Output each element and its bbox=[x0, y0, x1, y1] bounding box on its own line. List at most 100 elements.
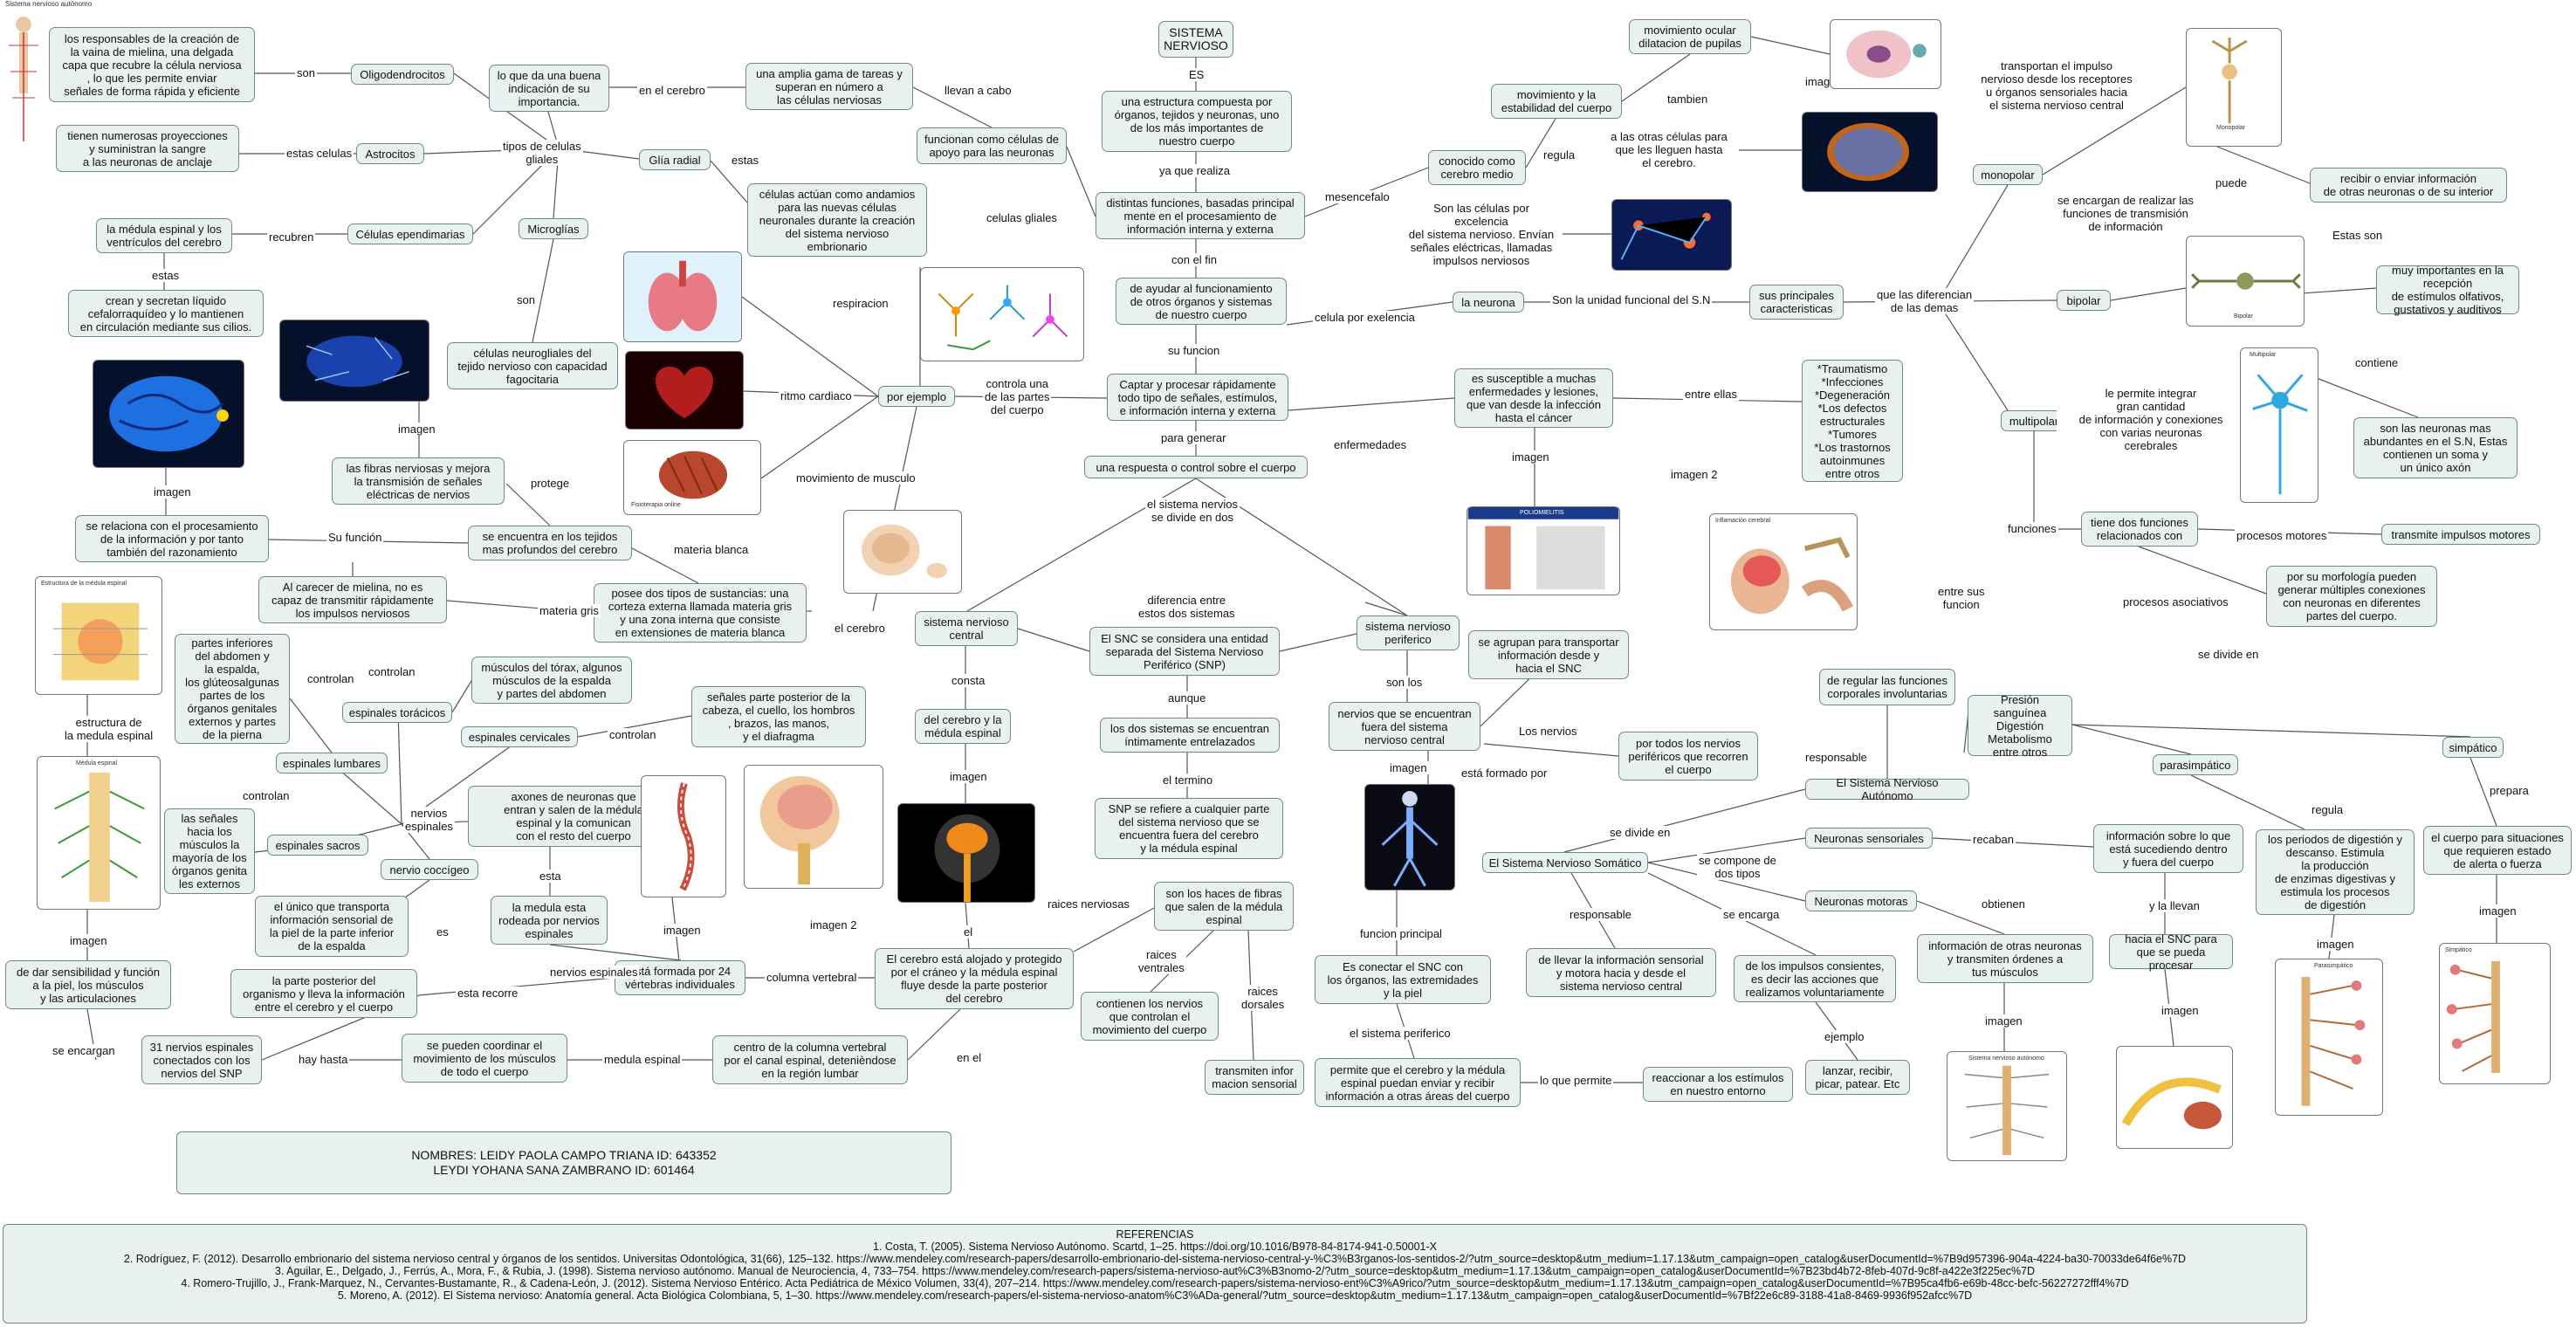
node-definicion[interactable]: una estructura compuesta por órganos, te… bbox=[1102, 91, 1292, 152]
node-sacros[interactable]: espinales sacros bbox=[267, 835, 368, 856]
node-traumas[interactable]: *Traumatismo *Infecciones *Degeneración … bbox=[1802, 360, 1903, 482]
node-sistema-nervioso[interactable]: SISTEMA NERVIOSO bbox=[1158, 21, 1233, 58]
node-motores[interactable]: transmite impulsos motores bbox=[2381, 524, 2540, 545]
node-snc[interactable]: sistema nervioso central bbox=[915, 611, 1018, 646]
node-excelencia[interactable]: Son las células por excelencia del siste… bbox=[1400, 202, 1563, 267]
node-apoyo[interactable]: funcionan como células de apoyo para las… bbox=[917, 127, 1067, 164]
node-micro-desc[interactable]: células neurogliales del tejido nervioso… bbox=[447, 342, 618, 389]
node-por-ejemplo[interactable]: por ejemplo bbox=[878, 386, 955, 407]
node-buena[interactable]: lo que da una buena indicación de su imp… bbox=[489, 65, 609, 112]
node-fibras[interactable]: las fibras nerviosas y mejora la transmi… bbox=[332, 457, 505, 505]
node-sensoriales[interactable]: Neuronas sensoriales bbox=[1805, 828, 1933, 849]
node-dos-funciones[interactable]: tiene dos funciones relacionados con bbox=[2081, 512, 2198, 547]
node-dorsales[interactable]: transmiten infor macion sensorial bbox=[1205, 1060, 1304, 1095]
node-respuesta[interactable]: una respuesta o control sobre el cuerpo bbox=[1084, 456, 1308, 478]
node-llevar[interactable]: de llevar la información sensorial y mot… bbox=[1526, 948, 1716, 997]
node-estabilidad[interactable]: movimiento y la estabilidad del cuerpo bbox=[1491, 84, 1622, 119]
node-bipolar[interactable]: bipolar bbox=[2057, 290, 2111, 311]
connector-line bbox=[397, 712, 402, 825]
node-procesamiento[interactable]: se relaciona con el procesamiento de la … bbox=[75, 515, 269, 562]
node-haces[interactable]: son los haces de fibras que salen de la … bbox=[1154, 882, 1294, 931]
node-captar[interactable]: Captar y procesar rápidamente todo tipo … bbox=[1107, 374, 1288, 421]
node-enfermedades[interactable]: es susceptible a muchas enfermedades y l… bbox=[1454, 368, 1613, 428]
node-gama[interactable]: una amplia gama de tareas y superan en n… bbox=[745, 63, 913, 110]
node-lanzar[interactable]: lanzar, recibir, picar, patear. Etc bbox=[1805, 1060, 1910, 1095]
node-entrelazados[interactable]: los dos sistemas se encuentran íntimamen… bbox=[1100, 718, 1280, 753]
label-el: el bbox=[962, 925, 975, 939]
node-tor-desc[interactable]: músculos del tórax, algunos músculos de … bbox=[471, 657, 632, 704]
node-info-otras[interactable]: información de otras neuronas y transmit… bbox=[1917, 934, 2093, 983]
node-procesar[interactable]: hacia el SNC para que se pueda procesar bbox=[2109, 932, 2233, 972]
node-cervicales[interactable]: espinales cervicales bbox=[461, 726, 578, 747]
node-sacros-desc[interactable]: las señales hacia los músculos la mayorí… bbox=[164, 808, 255, 894]
node-rodeada[interactable]: la medula esta rodeada por nervios espin… bbox=[491, 896, 608, 945]
node-consientes[interactable]: de los impulsos consientes, es decir las… bbox=[1734, 955, 1896, 1002]
authors-box: NOMBRES: LEIDY PAOLA CAMPO TRIANA ID: 64… bbox=[176, 1131, 951, 1194]
node-sentidos[interactable]: muy importantes en la recepción de estím… bbox=[2376, 264, 2519, 316]
node-ayudar[interactable]: de ayudar al funcionamiento de otros órg… bbox=[1116, 278, 1287, 325]
node-cerv-desc[interactable]: señales parte posterior de la cabeza, el… bbox=[691, 686, 866, 747]
node-cerebro-medula[interactable]: del cerebro y la médula espinal bbox=[915, 709, 1011, 744]
node-andamios[interactable]: células actúan como andamios para las nu… bbox=[747, 183, 927, 257]
node-motoras[interactable]: Neuronas motoras bbox=[1805, 890, 1917, 911]
node-autonomo[interactable]: El Sistema Nervioso Autónomo bbox=[1805, 776, 1969, 802]
node-multi-desc[interactable]: le permite integrar gran cantidad de inf… bbox=[2057, 387, 2245, 452]
node-recibir[interactable]: recibir o enviar información de otras ne… bbox=[2310, 168, 2507, 203]
node-transportar[interactable]: se agrupan para transportar información … bbox=[1468, 630, 1629, 679]
label-raices: raices nerviosas bbox=[1046, 897, 1131, 911]
node-toracicos[interactable]: espinales torácicos bbox=[342, 702, 452, 723]
node-sensibilidad[interactable]: de dar sensibilidad y función a la piel,… bbox=[5, 960, 171, 1009]
node-medula-ventriculos[interactable]: la médula espinal y los ventrículos del … bbox=[96, 218, 232, 253]
node-permite[interactable]: permite que el cerebro y la médula espin… bbox=[1315, 1058, 1521, 1107]
node-parasimpatico[interactable]: parasimpático bbox=[2153, 754, 2238, 775]
node-ocular[interactable]: movimiento ocular dilatacion de pupilas bbox=[1629, 19, 1751, 54]
node-morfologia[interactable]: por su morfología pueden generar múltipl… bbox=[2266, 566, 2437, 627]
node-caracteristicas[interactable]: sus principales caracteristicas bbox=[1749, 285, 1844, 320]
node-mono-desc[interactable]: transportan el impulso nervioso desde lo… bbox=[1971, 59, 2142, 112]
node-glia-radial[interactable]: Glía radial bbox=[639, 149, 711, 170]
node-snp[interactable]: sistema nervioso periferico bbox=[1357, 615, 1460, 650]
node-otras-celulas[interactable]: a las otras células para que les lleguen… bbox=[1599, 130, 1739, 169]
node-lumbares[interactable]: espinales lumbares bbox=[276, 753, 388, 774]
node-alerta[interactable]: el cuerpo para situaciones que requieren… bbox=[2423, 826, 2572, 875]
node-oligodendrocitos[interactable]: Oligodendrocitos bbox=[351, 64, 454, 85]
connector-line bbox=[1483, 743, 1619, 757]
node-involuntarias[interactable]: de regular las funciones corporales invo… bbox=[1819, 669, 1955, 705]
node-periferico[interactable]: por todos los nervios periféricos que re… bbox=[1618, 732, 1758, 780]
node-bipolar-desc[interactable]: se encargan de realizar las funciones de… bbox=[2048, 194, 2203, 233]
node-sustancias[interactable]: posee dos tipos de sustancias: una corte… bbox=[594, 583, 807, 643]
node-presion[interactable]: Presión sanguínea Digestión Metabolismo … bbox=[1968, 693, 2072, 759]
node-conectar[interactable]: Es conectar el SNC con los órganos, las … bbox=[1315, 955, 1491, 1004]
node-entidad[interactable]: El SNC se considera una entidad separada… bbox=[1089, 627, 1280, 676]
node-alojado[interactable]: El cerebro está alojado y protegido por … bbox=[875, 948, 1074, 1009]
node-astro-desc[interactable]: tienen numerosas proyecciones y suminist… bbox=[56, 125, 239, 172]
node-nervios-central[interactable]: nervios que se encuentran fuera del sist… bbox=[1329, 702, 1480, 751]
node-mielina[interactable]: Al carecer de mielina, no es capaz de tr… bbox=[258, 576, 447, 623]
node-la-neurona[interactable]: la neurona bbox=[1453, 292, 1524, 313]
node-ventrales[interactable]: contienen los nervios que controlan el m… bbox=[1081, 992, 1219, 1041]
node-recorre[interactable]: la parte posterior del organismo y lleva… bbox=[230, 969, 417, 1018]
node-liquido[interactable]: crean y secretan líquido cefalorraquídeo… bbox=[68, 290, 264, 337]
node-monopolar[interactable]: monopolar bbox=[1973, 164, 2043, 185]
node-reaccionar[interactable]: reaccionar a los estímulos en nuestro en… bbox=[1643, 1067, 1793, 1102]
node-cocc-desc[interactable]: el único que transporta información sens… bbox=[255, 896, 409, 957]
node-microglias[interactable]: Microglías bbox=[519, 218, 588, 239]
node-abundantes[interactable]: son las neuronas mas abundantes en el S.… bbox=[2353, 417, 2518, 478]
node-descanso[interactable]: los periodos de digestión y descanso. Es… bbox=[2256, 829, 2415, 915]
node-tejidos[interactable]: se encuentra en los tejidos mas profundo… bbox=[468, 526, 632, 560]
node-astrocitos[interactable]: Astrocitos bbox=[356, 143, 424, 164]
node-funciones[interactable]: distintas funciones, basadas principal m… bbox=[1096, 192, 1305, 239]
node-cerebro-medio[interactable]: conocido como cerebro medio bbox=[1428, 150, 1526, 185]
node-lumb-desc[interactable]: partes inferiores del abdomen y la espal… bbox=[175, 634, 290, 744]
node-oligo-desc[interactable]: los responsables de la creación de la va… bbox=[49, 27, 255, 102]
node-simpatico[interactable]: simpático bbox=[2442, 737, 2504, 758]
node-centro[interactable]: centro de la columna vertebral por el ca… bbox=[712, 1035, 908, 1084]
node-somatico[interactable]: El Sistema Nervioso Somático bbox=[1482, 852, 1648, 873]
corner-anatomy-image bbox=[2, 10, 45, 150]
node-info-sobre[interactable]: información sobre lo que está sucediendo… bbox=[2093, 824, 2243, 873]
node-snp-fuera[interactable]: SNP se refiere a cualquier parte del sis… bbox=[1095, 798, 1283, 859]
node-31-nervios[interactable]: 31 nervios espinales conectados con los … bbox=[141, 1035, 262, 1084]
node-ependimarias[interactable]: Células ependimarias bbox=[347, 223, 473, 244]
node-coordinar[interactable]: se pueden coordinar el movimiento de los… bbox=[402, 1034, 567, 1083]
node-coccigeo[interactable]: nervio coccígeo bbox=[381, 859, 478, 880]
